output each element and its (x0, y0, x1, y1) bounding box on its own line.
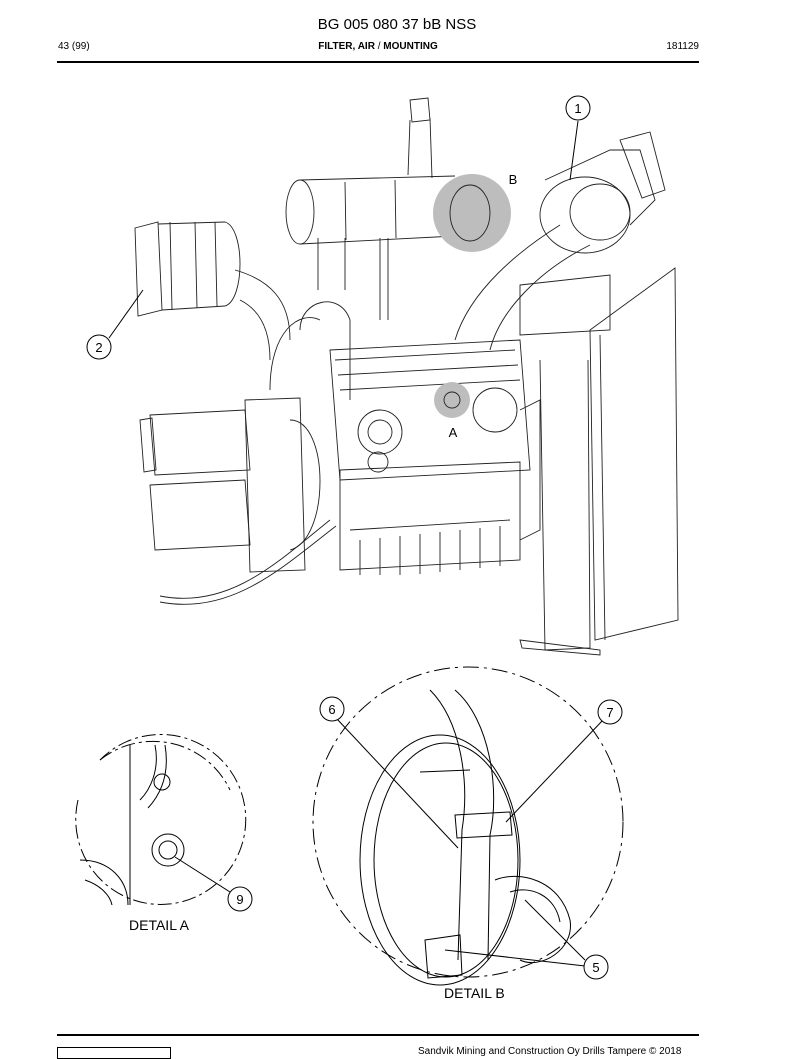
detail-marker-a: A (449, 425, 458, 440)
callout-7: 7 (505, 699, 623, 823)
header-rule (57, 61, 699, 63)
callout-1: 1 (565, 95, 591, 181)
callout-2: 2 (86, 289, 144, 360)
detail-a-label: DETAIL A (129, 917, 189, 933)
page-number: 43 (99) (58, 41, 90, 52)
document-id: BG 005 080 37 bB NSS (317, 16, 477, 33)
detail-b-illustration (312, 666, 624, 986)
detail-marker-b: B (509, 172, 518, 187)
callout-2-label: 2 (95, 340, 102, 355)
callout-6: 6 (319, 696, 459, 849)
section-sub: MOUNTING (383, 41, 438, 52)
callout-7-label: 7 (606, 705, 613, 720)
footer-rule (57, 1034, 699, 1036)
detail-a-illustration: 9 (75, 733, 253, 912)
callout-5: 5 (444, 899, 609, 980)
section-main: FILTER, AIR (318, 41, 375, 52)
section-title: FILTER, AIR / MOUNTING (0, 41, 756, 52)
callout-1-label: 1 (574, 101, 581, 116)
section-separator: / (374, 41, 384, 52)
callout-5-label: 5 (592, 960, 599, 975)
document-date: 181129 (666, 41, 699, 52)
callout-9-label: 9 (236, 892, 243, 907)
main-engine-illustration (134, 97, 679, 656)
sandvik-logo (57, 1047, 171, 1059)
footer-copyright: Sandvik Mining and Construction Oy Drill… (418, 1046, 682, 1057)
callout-6-label: 6 (328, 702, 335, 717)
detail-b-label: DETAIL B (444, 985, 505, 1001)
